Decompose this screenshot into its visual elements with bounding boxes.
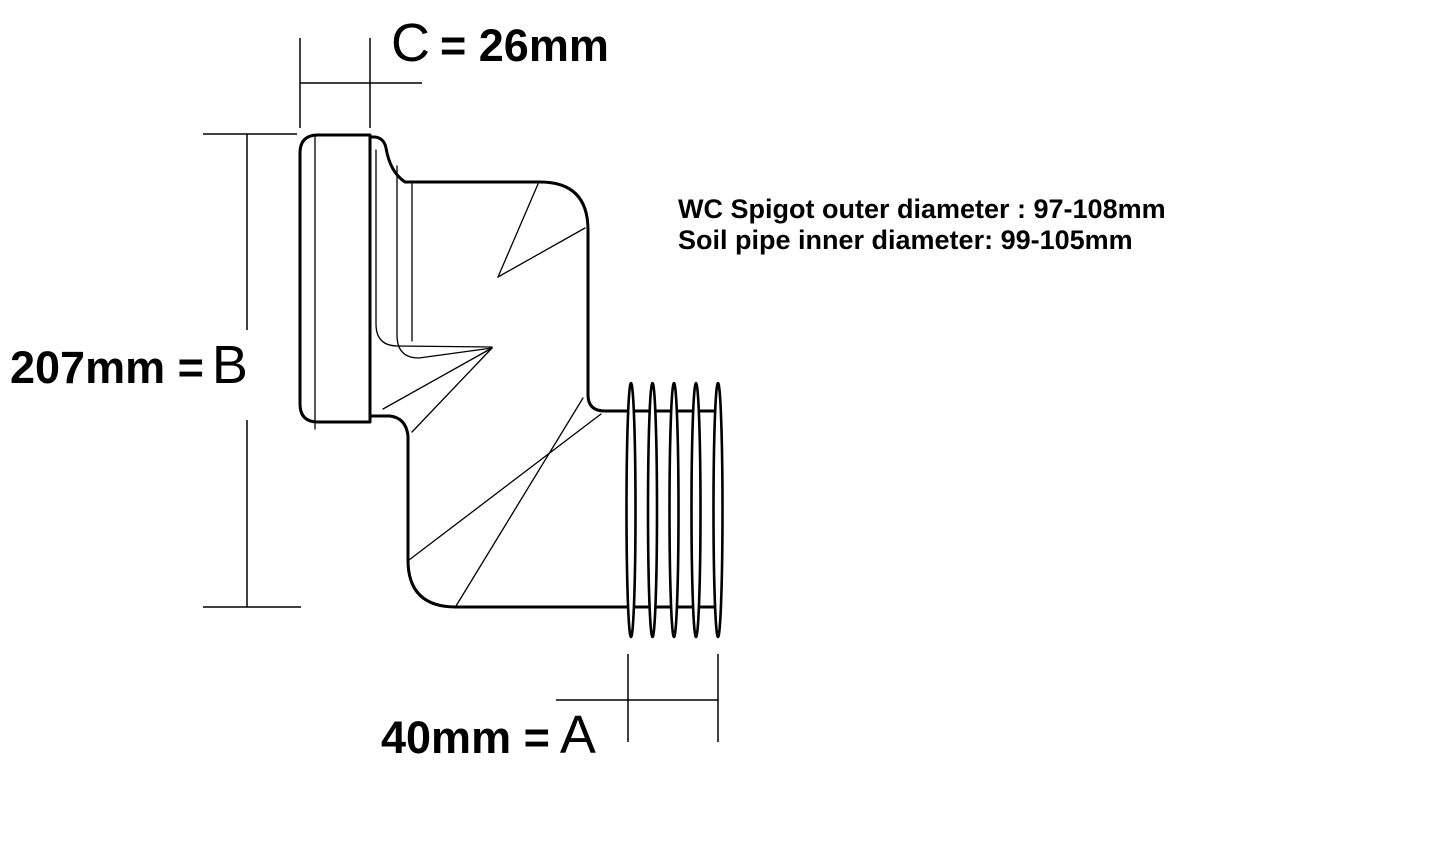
spigot-fin-5 (712, 381, 724, 639)
neck-inner-profile-inner (396, 165, 493, 359)
spec-note-line1: WC Spigot outer diameter : 97-108mm (678, 194, 1166, 224)
spigot-fin-3 (668, 381, 680, 639)
spigot-fin-2 (646, 381, 659, 639)
dim-b-letter: B (211, 335, 248, 395)
neck-inner-profile-outer (375, 149, 493, 348)
connector-outline (298, 133, 718, 609)
dim-a-label: 40mm = A (381, 708, 596, 762)
interior-edge-lines (314, 136, 602, 607)
spigot-fin-1 (625, 381, 637, 639)
spec-notes: WC Spigot outer diameter : 97-108mm Soil… (678, 194, 1166, 256)
dim-a-letter: A (559, 705, 596, 765)
dim-b-value: 207mm = (10, 342, 204, 393)
lower-wedge-line-1 (382, 347, 493, 410)
dim-a-value: 40mm = (381, 712, 550, 763)
dimension-lines (203, 38, 719, 742)
spigot-fin-4 (690, 381, 702, 639)
body-diagonal-2 (408, 413, 602, 561)
body-lower-outline (368, 414, 718, 609)
body-diagonal-1 (455, 397, 584, 607)
flange-outline (298, 133, 372, 424)
body-upper-outline (368, 135, 718, 413)
upper-corner-wedge-line-1 (497, 183, 539, 278)
dim-c-value: = 26mm (440, 20, 609, 71)
lower-wedge-line-2 (411, 347, 493, 433)
spec-note-line2: Soil pipe inner diameter: 99-105mm (678, 225, 1133, 255)
dim-c-letter: C (391, 13, 430, 73)
spigot-fins (625, 381, 724, 639)
dim-b-label: 207mm = B (10, 338, 248, 392)
dim-c-label: C = 26mm (391, 16, 609, 70)
upper-corner-wedge-line-2 (497, 227, 586, 278)
